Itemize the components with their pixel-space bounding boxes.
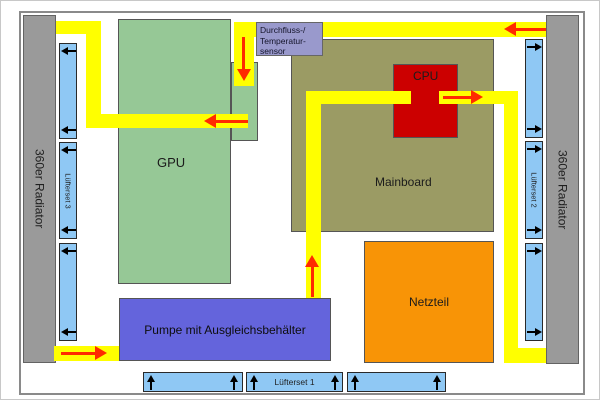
gpu-block: [118, 19, 231, 284]
flow-arrowhead-down-icon: [237, 69, 251, 81]
fan-right-segment-2: Lüfterset 2: [525, 141, 543, 239]
fan-arrow-up-icon: [250, 375, 258, 382]
flow-arrowhead-up-icon: [305, 255, 319, 267]
sensor-label-line2: Temperatur-: [260, 35, 306, 46]
pipe-right-vertical: [504, 91, 518, 363]
fan-arrow-stem: [253, 382, 255, 390]
radiator-right: 360er Radiator: [546, 15, 579, 364]
pipe-cpu-in: [306, 91, 411, 104]
pipe-to-radiatorright: [504, 348, 546, 363]
case-frame: [19, 11, 585, 395]
fan-bottom-label: Lüfterset 1: [274, 377, 315, 387]
fan-arrow-stem: [354, 382, 356, 390]
fan-arrow-right-icon: [535, 226, 542, 234]
radiator-left-label: 360er Radiator: [32, 149, 47, 229]
fan-arrow-left-icon: [61, 247, 68, 255]
fan-arrow-stem: [150, 382, 152, 390]
fan-arrow-stem: [527, 250, 535, 252]
fan-right-label: Lüfterset 2: [529, 172, 539, 208]
flow-arrowhead-right-icon: [471, 90, 483, 104]
flow-arrowhead-left-icon: [204, 114, 216, 128]
flow-arrow-to-pump: [61, 352, 95, 355]
radiator-right-label: 360er Radiator: [555, 149, 570, 230]
flow-arrow-top-right: [516, 28, 546, 31]
radiator-left: 360er Radiator: [23, 15, 56, 363]
flow-arrow-sensor-down: [242, 37, 245, 69]
fan-arrow-stem: [68, 331, 76, 333]
fan-arrow-stem: [527, 148, 535, 150]
fan-arrow-left-icon: [61, 226, 68, 234]
fan-arrow-left-icon: [61, 146, 68, 154]
flow-arrow-gpu-out: [216, 120, 248, 123]
fan-arrow-stem: [68, 229, 76, 231]
flow-temperature-sensor-block: Durchfluss-/ Temperatur- sensor: [256, 22, 323, 56]
fan-left-segment-2: Lüfterset 3: [59, 142, 77, 239]
fan-left-label: Lüfterset 3: [63, 172, 73, 209]
fan-bottom-segment-2: Lüfterset 1: [246, 372, 343, 392]
fan-arrow-stem: [68, 250, 76, 252]
fan-arrow-up-icon: [147, 375, 155, 382]
pump-label: Pumpe mit Ausgleichsbehälter: [144, 322, 306, 337]
fan-arrow-stem: [527, 229, 535, 231]
fan-arrow-stem: [334, 382, 336, 390]
fan-arrow-stem: [527, 128, 535, 130]
flow-arrow-pump-up: [311, 267, 314, 297]
fan-arrow-stem: [527, 46, 535, 48]
fan-arrow-stem: [68, 149, 76, 151]
fan-arrow-stem: [68, 50, 76, 52]
flow-arrowhead-right-icon: [95, 346, 107, 360]
fan-arrow-left-icon: [61, 126, 68, 134]
fan-arrow-left-icon: [61, 328, 68, 336]
mainboard-label: Mainboard: [375, 175, 432, 189]
pipe-left-vertical: [86, 21, 101, 128]
fan-right-segment-1: [525, 39, 543, 138]
fan-arrow-up-icon: [331, 375, 339, 382]
fan-arrow-right-icon: [535, 145, 542, 153]
fan-arrow-right-icon: [535, 43, 542, 51]
fan-left-segment-1: [59, 43, 77, 139]
sensor-label-line1: Durchfluss-/: [260, 25, 306, 35]
fan-arrow-up-icon: [230, 375, 238, 382]
netzteil-block: Netzteil: [364, 241, 494, 363]
fan-arrow-up-icon: [351, 375, 359, 382]
pump-block: Pumpe mit Ausgleichsbehälter: [119, 298, 331, 361]
flow-arrow-cpu-out: [443, 96, 471, 99]
fan-arrow-stem: [68, 129, 76, 131]
fan-right-segment-3: [525, 243, 543, 341]
netzteil-label: Netzteil: [408, 295, 449, 309]
fan-arrow-stem: [527, 331, 535, 333]
fan-bottom-segment-1: [143, 372, 243, 392]
flow-arrowhead-left-icon: [504, 22, 516, 36]
fan-left-segment-3: [59, 243, 77, 341]
fan-arrow-stem: [233, 382, 235, 390]
fan-arrow-stem: [436, 382, 438, 390]
sensor-label-line3: sensor: [260, 46, 286, 57]
fan-arrow-left-icon: [61, 47, 68, 55]
mainboard-block: [291, 39, 494, 232]
fan-arrow-right-icon: [535, 247, 542, 255]
pipe-pump-up-vertical: [306, 91, 321, 298]
fan-arrow-up-icon: [433, 375, 441, 382]
fan-arrow-right-icon: [535, 125, 542, 133]
fan-arrow-right-icon: [535, 328, 542, 336]
fan-bottom-segment-3: [347, 372, 446, 392]
gpu-label: GPU: [157, 155, 186, 170]
cpu-label: CPU: [413, 69, 439, 83]
